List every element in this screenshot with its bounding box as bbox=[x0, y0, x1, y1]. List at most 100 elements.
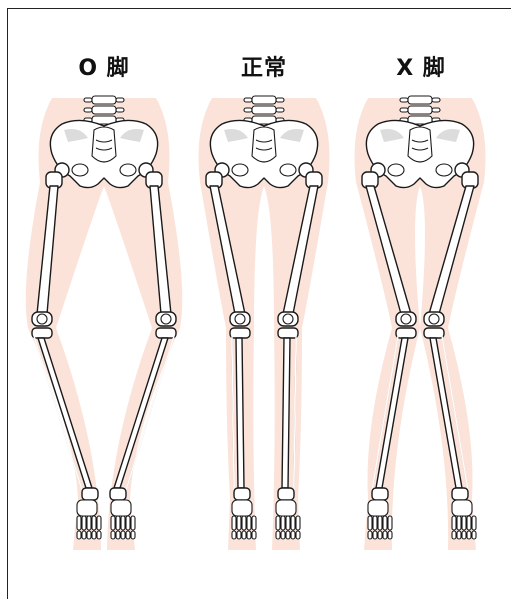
vertebra-process bbox=[432, 98, 440, 102]
phalanx-left bbox=[77, 531, 81, 539]
phalanx-left bbox=[92, 531, 96, 539]
metatarsal-right bbox=[457, 516, 461, 530]
patella-right bbox=[161, 314, 171, 324]
vertebra bbox=[408, 96, 432, 104]
metatarsal-left bbox=[77, 516, 81, 530]
phalanx-left bbox=[388, 531, 392, 539]
phalanx-right bbox=[281, 531, 285, 539]
phalanx-right bbox=[452, 531, 456, 539]
metatarsal-left bbox=[378, 516, 382, 530]
patella-left bbox=[401, 314, 411, 324]
ankle-left bbox=[372, 488, 388, 500]
metatarsal-left bbox=[87, 516, 91, 530]
metatarsal-left bbox=[242, 516, 246, 530]
normal-legs-label: 正常 bbox=[204, 50, 324, 82]
metatarsal-left bbox=[237, 516, 241, 530]
phalanx-left bbox=[383, 531, 387, 539]
metatarsal-right bbox=[281, 516, 285, 530]
vertebra-process bbox=[116, 108, 124, 112]
tibia-plateau-right bbox=[156, 328, 176, 338]
tarsals-right bbox=[276, 500, 296, 516]
phalanx-right bbox=[291, 531, 295, 539]
patella-right bbox=[283, 314, 293, 324]
vertebra bbox=[92, 106, 116, 114]
tibia-right bbox=[282, 338, 290, 488]
metatarsal-right bbox=[126, 516, 130, 530]
metatarsal-left bbox=[247, 516, 251, 530]
sacrum bbox=[408, 127, 432, 162]
bow-legs-label: O 脚 bbox=[44, 50, 164, 82]
phalanx-right bbox=[296, 531, 300, 539]
ankle-left bbox=[82, 488, 98, 500]
obturator-right bbox=[120, 164, 136, 176]
phalanx-right bbox=[126, 531, 130, 539]
vertebra-process bbox=[276, 98, 284, 102]
vertebra bbox=[92, 96, 116, 104]
metatarsal-left bbox=[97, 516, 101, 530]
phalanx-left bbox=[368, 531, 372, 539]
phalanx-left bbox=[237, 531, 241, 539]
phalanx-right bbox=[121, 531, 125, 539]
ankle-right bbox=[278, 488, 294, 500]
bow-legs-skeleton bbox=[24, 90, 184, 560]
metatarsal-left bbox=[388, 516, 392, 530]
phalanx-right bbox=[462, 531, 466, 539]
ankle-right bbox=[110, 488, 126, 500]
metatarsal-right bbox=[296, 516, 300, 530]
tibia-plateau-right bbox=[424, 328, 444, 338]
metatarsal-left bbox=[82, 516, 86, 530]
phalanx-right bbox=[116, 531, 120, 539]
sacrum bbox=[92, 127, 116, 162]
metatarsal-right bbox=[291, 516, 295, 530]
metatarsal-right bbox=[111, 516, 115, 530]
vertebra bbox=[252, 106, 276, 114]
metatarsal-right bbox=[276, 516, 280, 530]
normal-legs-skeleton bbox=[184, 90, 344, 560]
phalanx-right bbox=[111, 531, 115, 539]
metatarsal-left bbox=[373, 516, 377, 530]
obturator-left bbox=[72, 164, 88, 176]
metatarsal-right bbox=[462, 516, 466, 530]
obturator-left bbox=[232, 164, 248, 176]
phalanx-left bbox=[97, 531, 101, 539]
phalanx-left bbox=[87, 531, 91, 539]
tibia-left bbox=[236, 338, 244, 488]
metatarsal-right bbox=[286, 516, 290, 530]
obturator-left bbox=[388, 164, 404, 176]
metatarsal-right bbox=[121, 516, 125, 530]
metatarsal-right bbox=[116, 516, 120, 530]
phalanx-left bbox=[252, 531, 256, 539]
vertebra-process bbox=[84, 98, 92, 102]
vertebra-process bbox=[276, 108, 284, 112]
phalanx-right bbox=[276, 531, 280, 539]
knock-knees-label: X 脚 bbox=[361, 50, 481, 82]
tibia-plateau-left bbox=[396, 328, 416, 338]
metatarsal-left bbox=[252, 516, 256, 530]
phalanx-right bbox=[131, 531, 135, 539]
phalanx-left bbox=[378, 531, 382, 539]
vertebra-process bbox=[116, 98, 124, 102]
vertebra-process bbox=[400, 108, 408, 112]
phalanx-right bbox=[467, 531, 471, 539]
vertebra bbox=[252, 96, 276, 104]
phalanx-right bbox=[457, 531, 461, 539]
tibia-plateau-left bbox=[32, 328, 52, 338]
phalanx-right bbox=[286, 531, 290, 539]
metatarsal-left bbox=[368, 516, 372, 530]
tarsals-left bbox=[77, 500, 97, 516]
vertebra-process bbox=[84, 108, 92, 112]
obturator-right bbox=[280, 164, 296, 176]
tibia-plateau-right bbox=[278, 328, 298, 338]
metatarsal-left bbox=[92, 516, 96, 530]
patella-left bbox=[37, 314, 47, 324]
phalanx-left bbox=[242, 531, 246, 539]
metatarsal-right bbox=[472, 516, 476, 530]
vertebra-process bbox=[400, 98, 408, 102]
metatarsal-right bbox=[467, 516, 471, 530]
tarsals-right bbox=[452, 500, 472, 516]
ankle-right bbox=[452, 488, 468, 500]
phalanx-left bbox=[232, 531, 236, 539]
knock-knees-skeleton bbox=[340, 90, 500, 560]
patella-left bbox=[235, 314, 245, 324]
metatarsal-right bbox=[131, 516, 135, 530]
